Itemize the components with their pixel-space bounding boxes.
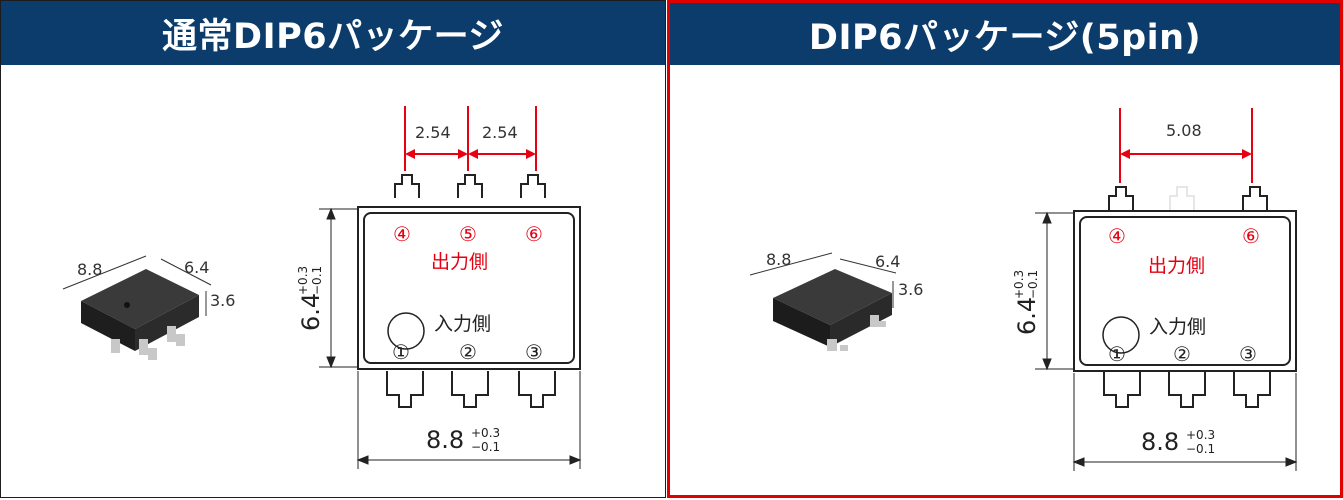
photo-length-label: 8.8 — [77, 260, 102, 279]
pin-4-label: ④ — [1108, 224, 1126, 248]
package-outline — [1073, 210, 1297, 372]
pin1-mark — [387, 312, 425, 350]
pin-6-label: ⑥ — [525, 222, 543, 246]
pin-5-label: ⑤ — [459, 222, 477, 246]
width-dimension-text: 6.4 +0.3 −0.1 — [296, 266, 325, 331]
photo-width-label: 6.4 — [875, 252, 900, 271]
photo-length-label: 8.8 — [766, 250, 791, 269]
pin-pitch-label-2: 2.54 — [482, 123, 518, 142]
output-side-label: 出力側 — [1148, 255, 1205, 277]
svg-text:6.4: 6.4 — [297, 293, 325, 331]
bottom-pins — [1103, 371, 1271, 408]
length-dimension — [1072, 373, 1298, 471]
standard-package-photo — [62, 255, 212, 360]
svg-text:+0.3: +0.3 — [296, 266, 310, 295]
photo-height-label: 3.6 — [210, 291, 235, 310]
output-side-label: 出力側 — [431, 251, 488, 273]
dip6-5pin-panel: DIP6パッケージ(5pin) 8.8 6.4 3.6 — [667, 0, 1343, 498]
standard-dip6-drawing: 8.8 6.4 3.6 — [62, 106, 582, 469]
length-tolerance-minus: −0.1 — [471, 440, 500, 454]
pin-3-label: ③ — [525, 340, 543, 364]
pin-pitch-dimension — [1119, 108, 1253, 183]
pin-4-label: ④ — [393, 222, 411, 246]
length-dimension-value: 8.8 — [1141, 428, 1179, 456]
length-dimension-value: 8.8 — [426, 426, 464, 454]
width-dimension — [319, 207, 357, 369]
package-outline — [357, 206, 581, 370]
pin-pitch-label: 5.08 — [1166, 121, 1202, 140]
svg-text:6.4: 6.4 — [1013, 297, 1041, 335]
5pin-package-photo — [749, 252, 897, 351]
input-side-label: 入力側 — [434, 313, 491, 335]
length-tolerance-plus: +0.3 — [1186, 428, 1215, 442]
width-dimension-text: 6.4 +0.3 −0.1 — [1012, 270, 1041, 335]
width-dimension — [1035, 211, 1073, 371]
dip6-5pin-title: DIP6パッケージ(5pin) — [670, 3, 1340, 65]
length-dimension — [356, 371, 582, 469]
standard-dip6-title: 通常DIP6パッケージ — [1, 1, 665, 65]
package-body — [1079, 216, 1291, 366]
svg-text:+0.3: +0.3 — [1012, 270, 1026, 299]
photo-width-label: 6.4 — [184, 258, 209, 277]
pin-3-label: ③ — [1239, 342, 1257, 366]
package-body — [363, 212, 575, 364]
input-side-label: 入力側 — [1149, 316, 1206, 338]
photo-height-label: 3.6 — [898, 280, 923, 299]
bottom-pins — [386, 371, 556, 408]
svg-text:−0.1: −0.1 — [1026, 270, 1040, 299]
pin-6-label: ⑥ — [1242, 224, 1260, 248]
svg-text:−0.1: −0.1 — [310, 266, 324, 295]
pin1-mark — [1102, 316, 1140, 354]
dip6-5pin-drawing: 8.8 6.4 3.6 — [749, 108, 1298, 471]
pin-1-label: ① — [392, 340, 410, 364]
pin-1-label: ① — [1108, 342, 1126, 366]
pin-2-label: ② — [1173, 342, 1191, 366]
standard-dip6-panel: 通常DIP6パッケージ 8.8 6.4 3.6 — [0, 0, 666, 498]
pin-2-label: ② — [459, 340, 477, 364]
top-pins — [394, 174, 546, 198]
length-tolerance-minus: −0.1 — [1186, 442, 1215, 456]
top-pins — [1108, 186, 1268, 210]
pin-pitch-label-1: 2.54 — [415, 123, 451, 142]
removed-pin-ghost — [1169, 186, 1195, 210]
pin-pitch-dimensions — [404, 106, 537, 171]
length-tolerance-plus: +0.3 — [471, 426, 500, 440]
